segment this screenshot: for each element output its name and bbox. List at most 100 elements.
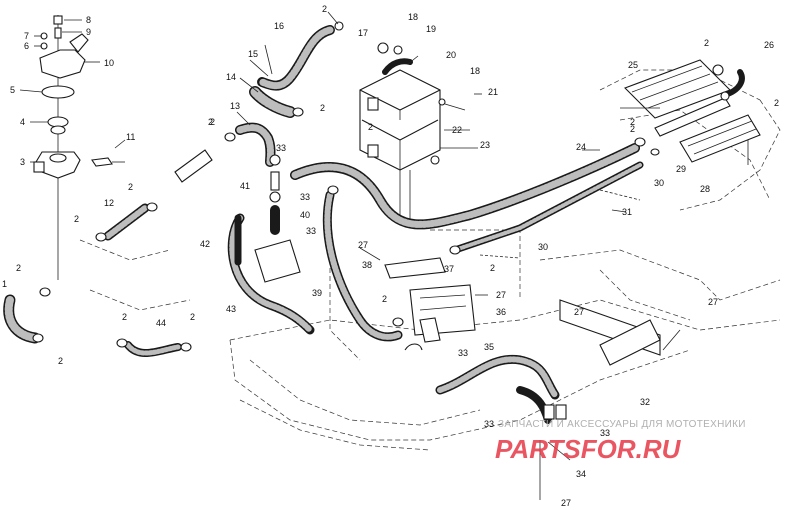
bypass-fitting — [174, 149, 213, 183]
callout-c2a: 2 — [210, 117, 215, 127]
bolt-8 — [53, 15, 63, 25]
housing-bore — [49, 153, 67, 163]
thermostat-core — [50, 125, 66, 135]
callout-c38: 38 — [362, 260, 372, 270]
thermostat-cover-10 — [39, 49, 86, 79]
callout-c44: 44 — [156, 318, 166, 328]
callout-c18a: 18 — [408, 12, 418, 22]
callout-c30b: 30 — [538, 242, 548, 252]
callout-c2h: 2 — [322, 4, 327, 14]
watermark: ЗАПЧАСТИ И АКСЕССУАРЫ ДЛЯ МОТОТЕХНИКИ PA… — [495, 419, 745, 464]
radiator-29-tube — [654, 97, 731, 137]
callout-c2o: 2 — [704, 38, 709, 48]
fitting-34a — [543, 404, 555, 420]
callout-c2d: 2 — [16, 263, 21, 273]
callout-c37: 37 — [444, 264, 454, 274]
watermark-logo: PARTSFOR.RU — [495, 434, 682, 464]
clamp-2l — [449, 245, 461, 255]
fitting-41 — [270, 171, 280, 191]
callout-c12: 12 — [104, 198, 114, 208]
callout-c33b: 33 — [300, 192, 310, 202]
gasket-5 — [41, 85, 75, 99]
support-32-plate — [599, 319, 661, 366]
callout-c26: 26 — [764, 40, 774, 50]
fitting-37 — [419, 317, 441, 343]
callout-c16: 16 — [274, 21, 284, 31]
callout-c6: 6 — [24, 41, 29, 51]
callout-c34: 34 — [576, 469, 586, 479]
clamp-2k — [634, 137, 646, 147]
radiators — [624, 59, 761, 165]
callout-c35: 35 — [484, 342, 494, 352]
tank-port-lower — [367, 144, 379, 158]
housing-port — [33, 161, 45, 173]
callout-c21: 21 — [488, 87, 498, 97]
callout-c43: 43 — [226, 304, 236, 314]
callout-c33a: 33 — [276, 143, 286, 153]
clamp-2b — [32, 333, 44, 343]
callout-c28: 28 — [700, 184, 710, 194]
callout-c24: 24 — [576, 142, 586, 152]
callout-c1: 1 — [2, 279, 7, 289]
clamp-2j — [224, 132, 236, 142]
callout-labels: 8976105431121222212244216215142132334133… — [2, 4, 779, 508]
mount-block-39 — [254, 239, 301, 283]
callout-c4: 4 — [20, 117, 25, 127]
callout-c2m: 2 — [490, 263, 495, 273]
callout-c15: 15 — [248, 49, 258, 59]
callout-c31: 31 — [622, 207, 632, 217]
callout-c2j: 2 — [208, 117, 213, 127]
clamp-2a — [39, 287, 51, 297]
callout-c33c: 33 — [306, 226, 316, 236]
callout-c2c: 2 — [74, 214, 79, 224]
callout-c17: 17 — [358, 28, 368, 38]
callout-c3: 3 — [20, 157, 25, 167]
clamp-33a — [269, 154, 281, 166]
callout-c27c: 27 — [708, 297, 718, 307]
clamp-2n — [392, 317, 404, 327]
callout-c2p: 2 — [774, 98, 779, 108]
callout-c23: 23 — [480, 140, 490, 150]
radiator-28 — [679, 114, 761, 163]
coolant-tank-22 — [359, 42, 466, 225]
fitting-column — [227, 154, 315, 335]
clamp-2i — [292, 107, 304, 117]
callout-c27e: 27 — [561, 498, 571, 508]
callout-c32: 32 — [640, 397, 650, 407]
callout-c9: 9 — [86, 27, 91, 37]
callout-c5: 5 — [10, 85, 15, 95]
callout-c27d: 27 — [574, 307, 584, 317]
callout-c14: 14 — [226, 72, 236, 82]
callout-c8: 8 — [86, 15, 91, 25]
callout-c27b: 27 — [496, 290, 506, 300]
clamp-2o — [712, 64, 724, 76]
clamp-33b — [269, 191, 281, 203]
temp-sensor-11 — [91, 157, 113, 167]
clamp-2p — [720, 91, 730, 101]
callout-c2i: 2 — [320, 103, 325, 113]
outlet-neck — [69, 33, 89, 53]
callout-c2q: 2 — [630, 117, 635, 127]
left-hoses — [3, 149, 213, 358]
callout-c33e: 33 — [484, 419, 494, 429]
callout-c2k: 2 — [368, 122, 373, 132]
hose-clip — [404, 343, 423, 351]
clamp-2h — [334, 21, 344, 31]
cap-17 — [377, 42, 389, 54]
callout-c36: 36 — [496, 307, 506, 317]
clamp-2q — [650, 148, 660, 156]
callout-c39: 39 — [312, 288, 322, 298]
thermostat-assembly — [33, 15, 89, 280]
callout-c33f: 33 — [600, 428, 610, 438]
callout-c30a: 30 — [654, 178, 664, 188]
lower-hoses — [435, 299, 681, 500]
screw-18 — [393, 45, 403, 55]
upper-hoses — [224, 21, 344, 167]
callout-c7: 7 — [24, 31, 29, 41]
plug-23 — [430, 155, 440, 165]
clamp-2e — [116, 338, 128, 348]
bracket-36 — [409, 284, 476, 336]
hose-20 — [382, 58, 413, 75]
callout-c20: 20 — [446, 50, 456, 60]
washer-9 — [54, 27, 62, 39]
